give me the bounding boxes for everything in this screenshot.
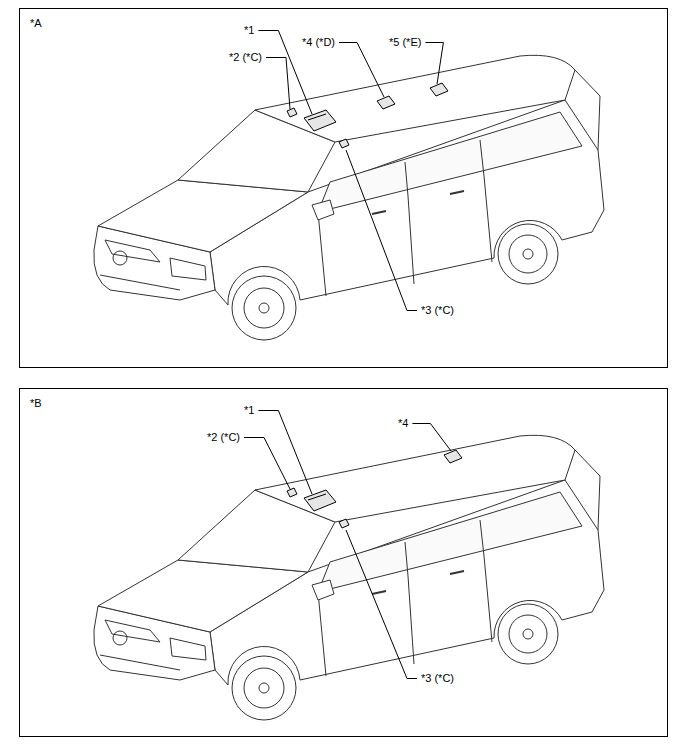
callout-number: *3 (*C) bbox=[420, 672, 455, 685]
panel-frame: *A bbox=[19, 8, 668, 368]
leader-line bbox=[425, 43, 443, 85]
callout-number: *1 bbox=[243, 24, 255, 37]
car-outline bbox=[94, 55, 604, 340]
lamp-icons bbox=[287, 83, 462, 528]
callout-number: *5 (*E) bbox=[388, 36, 422, 49]
callout-number: *2 (*C) bbox=[228, 51, 263, 64]
leader-line bbox=[266, 58, 290, 110]
panel-frame: *B bbox=[19, 388, 668, 737]
callout-number: *4 bbox=[397, 417, 409, 430]
leader-line bbox=[346, 530, 417, 679]
leader-line bbox=[244, 438, 290, 490]
panel-label: *A bbox=[30, 17, 42, 29]
leader-line bbox=[412, 424, 451, 452]
leader-line bbox=[258, 411, 312, 495]
callout-number: *1 bbox=[243, 404, 255, 417]
leader-line bbox=[339, 43, 384, 98]
callout-number: *3 (*C) bbox=[420, 304, 455, 317]
callout-number: *4 (*D) bbox=[301, 36, 336, 49]
leader-line bbox=[346, 150, 417, 311]
leader-lines bbox=[244, 31, 451, 679]
car-outline bbox=[94, 435, 604, 720]
callout-number: *2 (*C) bbox=[206, 431, 241, 444]
panel-label: *B bbox=[30, 397, 42, 409]
